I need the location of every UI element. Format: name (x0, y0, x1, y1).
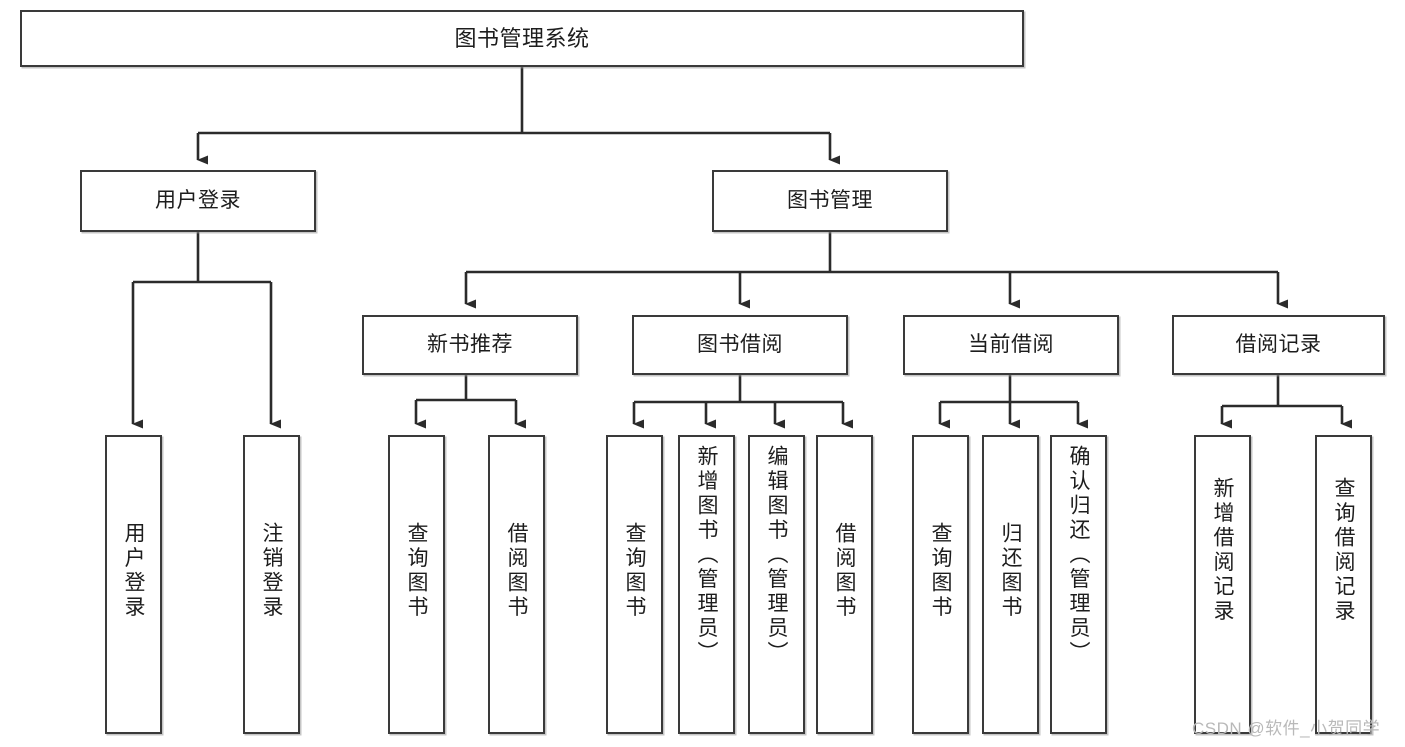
leaf-current-return-books[interactable]: 归还图书 (982, 435, 1039, 734)
node-label: 图书管理系统 (454, 25, 590, 51)
node-label: 查询图书 (405, 522, 428, 620)
node-label: 新书推荐 (427, 332, 513, 356)
node-label: 图书借阅 (697, 332, 783, 356)
node-label: 用户登录 (155, 188, 241, 212)
leaf-borrow-edit-book-admin[interactable]: 编辑图书（管理员） (748, 435, 805, 734)
leaf-current-confirm-return-admin[interactable]: 确认归还（管理员） (1050, 435, 1107, 734)
node-label: 当前借阅 (968, 332, 1054, 356)
leaf-new-book-borrow-books[interactable]: 借阅图书 (488, 435, 545, 734)
node-new-book-recommendation[interactable]: 新书推荐 (362, 315, 578, 375)
node-label: 用户登录 (122, 522, 145, 620)
node-label: 确认归还（管理员） (1067, 445, 1090, 666)
node-label: 借阅记录 (1235, 332, 1322, 356)
node-book-borrowing[interactable]: 图书借阅 (632, 315, 848, 375)
node-label: 查询借阅记录 (1332, 477, 1355, 624)
leaf-user-login-signin[interactable]: 用户登录 (105, 435, 162, 734)
node-current-borrowing[interactable]: 当前借阅 (903, 315, 1119, 375)
node-root-book-management-system[interactable]: 图书管理系统 (20, 10, 1024, 67)
node-label: 编辑图书（管理员） (765, 445, 788, 666)
leaf-borrow-add-book-admin[interactable]: 新增图书（管理员） (678, 435, 735, 734)
leaf-borrow-borrow-books[interactable]: 借阅图书 (816, 435, 873, 734)
node-label: 借阅图书 (505, 522, 528, 620)
node-label: 图书管理 (787, 188, 873, 212)
node-label: 新增图书（管理员） (695, 445, 718, 666)
node-label: 注销登录 (260, 522, 283, 620)
node-label: 查询图书 (623, 522, 646, 620)
leaf-new-book-query-books[interactable]: 查询图书 (388, 435, 445, 734)
leaf-borrow-query-books[interactable]: 查询图书 (606, 435, 663, 734)
node-borrowing-record[interactable]: 借阅记录 (1172, 315, 1385, 375)
node-label: 归还图书 (999, 522, 1022, 620)
node-label: 新增借阅记录 (1211, 477, 1234, 624)
node-book-management[interactable]: 图书管理 (712, 170, 948, 232)
leaf-record-query-record[interactable]: 查询借阅记录 (1315, 435, 1372, 734)
node-label: 查询图书 (929, 522, 952, 620)
csdn-watermark: CSDN @软件_小贺同学 (1192, 719, 1381, 738)
leaf-user-login-signout[interactable]: 注销登录 (243, 435, 300, 734)
leaf-record-add-record[interactable]: 新增借阅记录 (1194, 435, 1251, 734)
node-user-login[interactable]: 用户登录 (80, 170, 316, 232)
leaf-current-query-books[interactable]: 查询图书 (912, 435, 969, 734)
node-label: 借阅图书 (833, 522, 856, 620)
